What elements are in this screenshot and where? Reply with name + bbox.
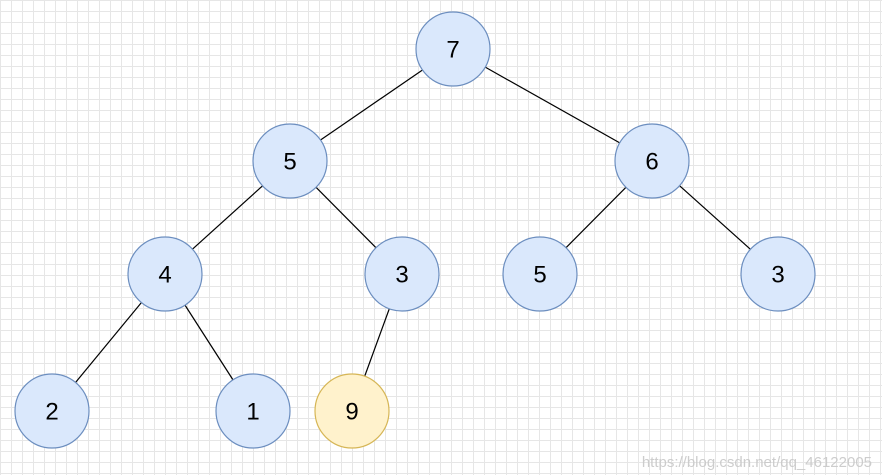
- node-circle: [252, 123, 328, 199]
- watermark: https://blog.csdn.net/qq_46122005: [641, 454, 872, 471]
- node-label: 4: [158, 262, 171, 289]
- edge-n4-n1: [184, 304, 234, 381]
- tree-node-n5b: 5: [502, 236, 578, 312]
- edge-n5a-n4: [192, 185, 263, 250]
- edge-n3a-n9: [364, 308, 390, 377]
- node-circle: [364, 236, 440, 312]
- node-circle: [14, 373, 90, 449]
- node-circle: [614, 123, 690, 199]
- node-label: 1: [246, 399, 259, 426]
- tree-node-n3b: 3: [740, 236, 816, 312]
- tree-node-n7: 7: [415, 11, 491, 87]
- node-circle: [215, 373, 291, 449]
- tree-node-n3a: 3: [364, 236, 440, 312]
- edge-n7-n6: [484, 66, 621, 144]
- node-label: 7: [446, 37, 459, 64]
- node-label: 3: [771, 262, 784, 289]
- edge-n6-n3b: [679, 185, 751, 250]
- node-label: 2: [45, 399, 58, 426]
- tree-node-n2: 2: [14, 373, 90, 449]
- node-label: 6: [645, 149, 658, 176]
- tree-node-n6: 6: [614, 123, 690, 199]
- edge-n6-n5b: [565, 186, 627, 249]
- node-label: 3: [395, 262, 408, 289]
- node-circle: [127, 236, 203, 312]
- edge-n7-n5a: [320, 69, 423, 141]
- tree-node-n9: 9: [314, 373, 390, 449]
- tree-node-n5a: 5: [252, 123, 328, 199]
- node-circle: [415, 11, 491, 87]
- node-label: 5: [283, 149, 296, 176]
- tree-nodes: 7 5 6 4 3 5 3 2 1 9: [14, 11, 816, 449]
- node-circle: [740, 236, 816, 312]
- node-circle: [502, 236, 578, 312]
- node-label: 5: [533, 262, 546, 289]
- tree-node-n1: 1: [215, 373, 291, 449]
- tree-edges: [75, 66, 751, 383]
- edge-n4-n2: [75, 302, 142, 383]
- node-circle: [314, 373, 390, 449]
- tree-node-n4: 4: [127, 236, 203, 312]
- edge-n5a-n3a: [315, 186, 377, 249]
- node-label: 9: [345, 399, 358, 426]
